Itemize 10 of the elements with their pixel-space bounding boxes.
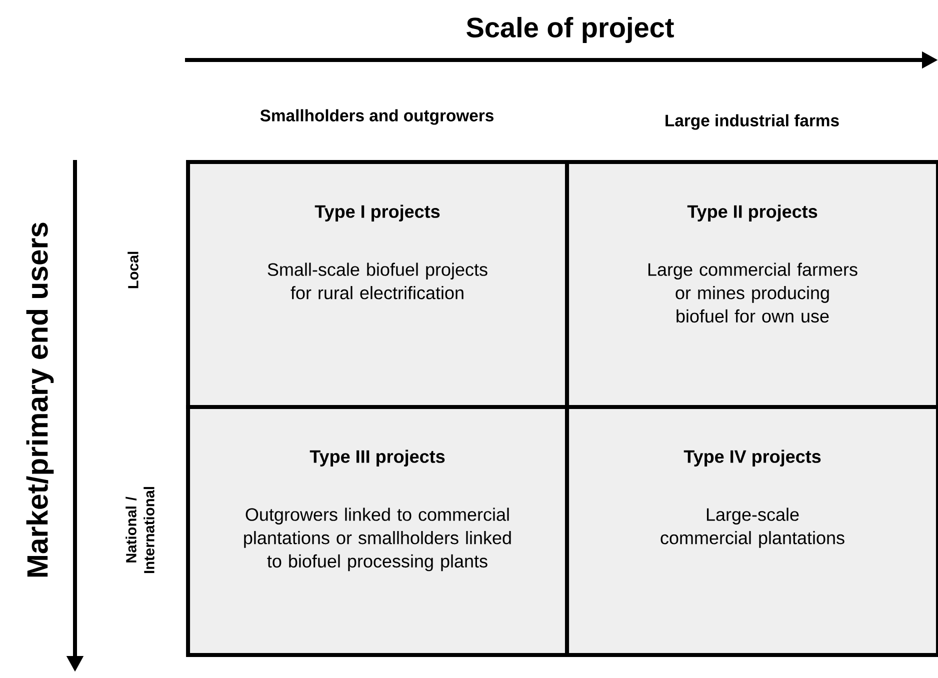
axis-title: Scale of project (466, 16, 674, 44)
axis-title: Market/primary end users (26, 222, 54, 577)
row-header: National / International (126, 487, 154, 574)
cell-box: Type III projects Outgrowers linked to commercial plantations or smallholders linked to biofuel processing plants (186, 405, 569, 657)
column-header: Smallholders and outgrowers (260, 109, 494, 125)
row-header: Local (128, 252, 138, 288)
cell-box: Type I projects Small-scale biofuel projects for rural electrification (186, 160, 569, 410)
column-header: Large industrial farms (666, 114, 839, 130)
cell-box: Type II projects Large commercial farmers or mines producing biofuel for own use (565, 160, 938, 410)
cell-box: Type IV projects Large-scale commercial plantations (565, 405, 938, 657)
